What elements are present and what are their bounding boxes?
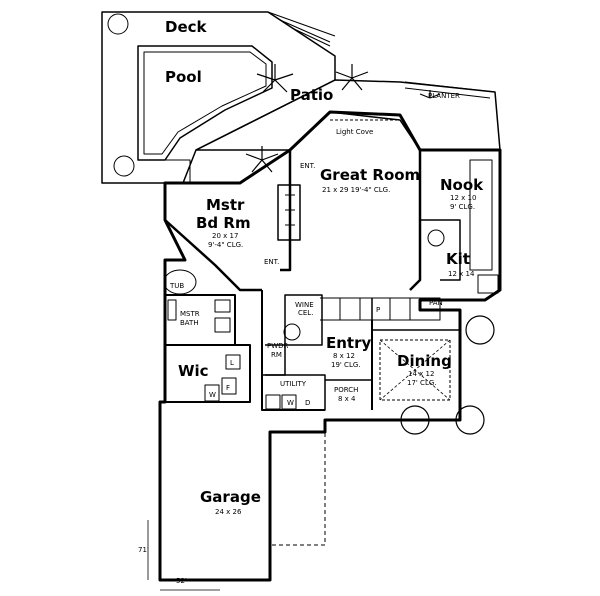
tree-icon [107,13,129,35]
w-label: W [209,391,216,399]
light-cove-label: Light Cove [336,128,373,136]
dining-dims-1: 14 x 12 [408,370,434,378]
porch-label: PORCH [334,386,358,394]
palm-icon [335,64,369,91]
palm-icon [245,146,279,173]
entry-dims-2: 19' CLG. [331,361,361,369]
d-label: D [305,399,310,407]
great-room-label: Great Room [320,166,420,184]
pool-label: Pool [165,68,202,86]
planter-label: PLANTER [428,92,460,100]
entry-dims-1: 8 x 12 [333,352,355,360]
ent-mid-label: ENT. [264,258,279,266]
palm-icon [256,64,294,93]
kit-label: Kit [446,250,470,268]
f-label: F [226,384,230,392]
kit-dims: 12 x 14 [448,270,475,278]
house-outline [158,110,502,582]
tree-icon [400,405,430,435]
l-label: L [230,359,234,367]
nook-dims-2: 9' CLG. [450,203,475,211]
garage-label: Garage [200,488,261,506]
tree-icon [465,315,495,345]
pool-outline [137,45,273,161]
mstr-bath-label-2: BATH [180,319,199,327]
pool-inner [143,51,267,155]
wine-label-2: CEL. [298,309,313,317]
deck-label: Deck [165,18,208,36]
nook-label: Nook [440,176,484,194]
mstr-bath-label-1: MSTR [180,310,200,318]
porch-dims: 8 x 4 [338,395,356,403]
ent-top-label: ENT. [300,162,315,170]
pan-label: PAN [429,299,443,307]
wic-label: Wic [178,362,209,380]
dining-dims-2: 17' CLG. [407,379,437,387]
mstr-bd-label-2: Bd Rm [196,214,251,232]
pwdr-label-2: RM [271,351,282,359]
garage-dims: 24 x 26 [215,508,242,516]
tub-label: TUB [169,282,184,290]
palm-icon [419,90,441,99]
pwdr-label-1: PWDR [267,342,289,350]
dim-71-label: 71' [138,546,149,554]
dim-52-label: 52' [176,577,187,585]
mstr-dims-1: 20 x 17 [212,232,238,240]
utility-label: UTILITY [280,380,307,388]
patio-outline [195,79,501,151]
tree-icon [455,405,485,435]
entry-label: Entry [326,334,371,352]
wine-label-1: WINE [295,301,314,309]
tree-icon [113,155,135,177]
patio-label: Patio [290,86,333,104]
nook-dims-1: 12 x 10 [450,194,476,202]
mstr-dims-2: 9'-4" CLG. [208,241,243,249]
w2-label: W [287,399,294,407]
great-room-dims: 21 x 29 19'-4" CLG. [322,186,390,194]
mstr-bd-label-1: Mstr [206,196,245,214]
p-label: P [376,306,380,314]
dining-label: Dining [397,352,452,370]
